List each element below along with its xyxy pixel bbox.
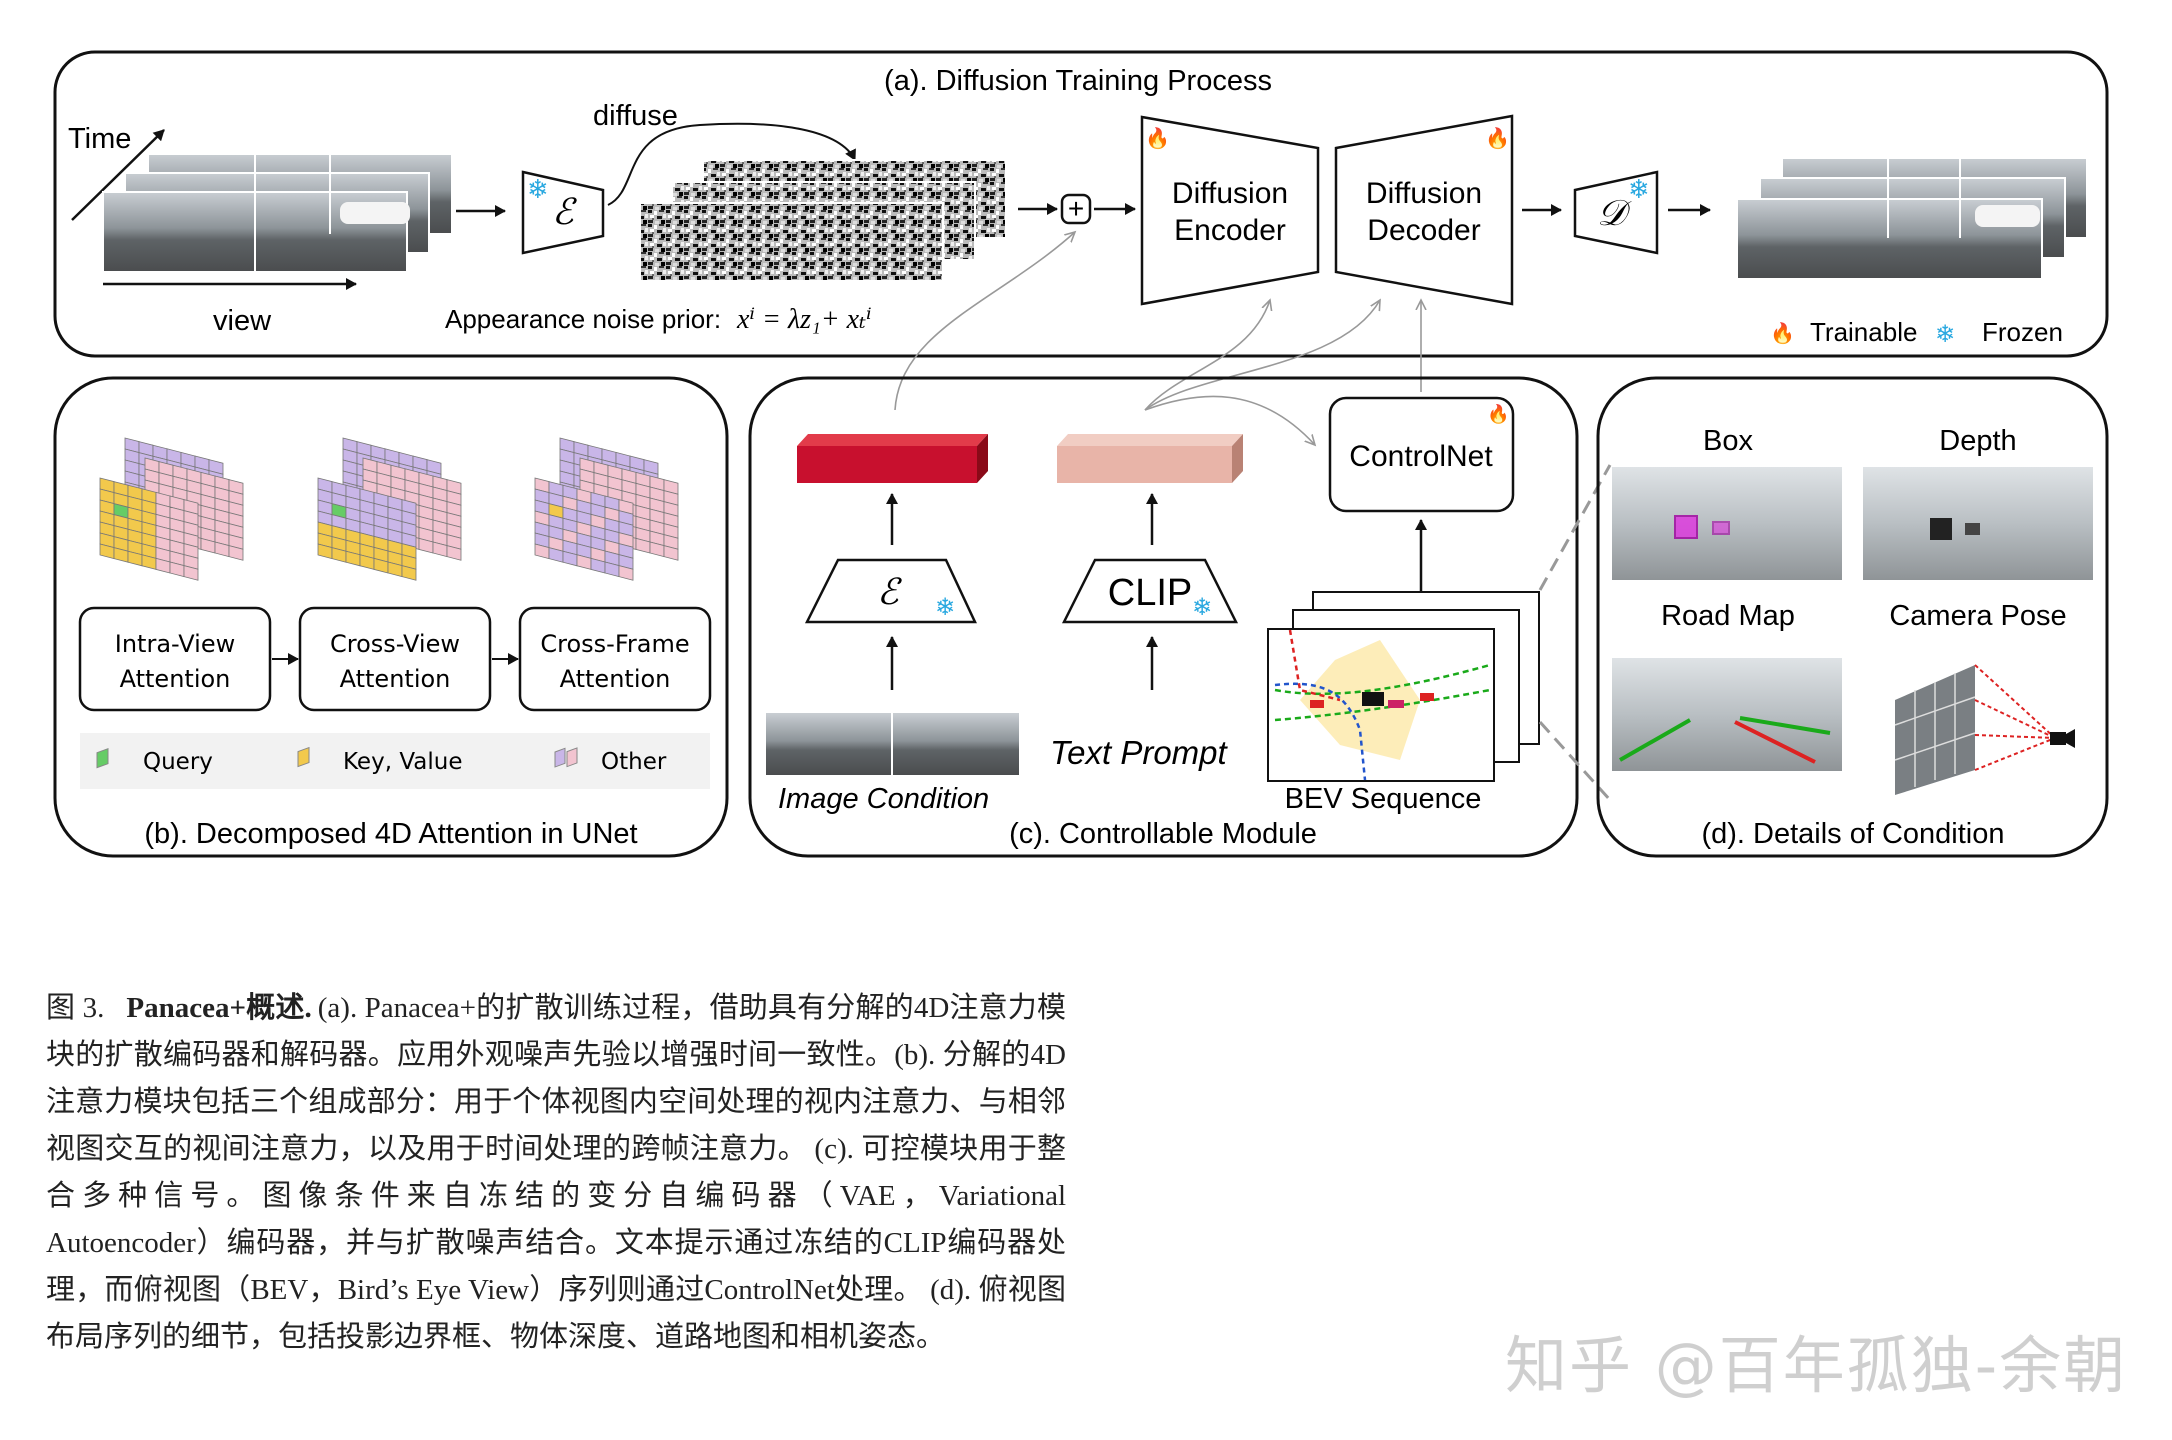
cross-frame-label-2: Attention xyxy=(560,665,671,693)
intra-view-label-1: Intra-View xyxy=(115,630,235,658)
flame-icon: 🔥 xyxy=(1145,126,1170,150)
diffuse-label: diffuse xyxy=(593,100,678,132)
panel-d-frame xyxy=(1596,376,2109,858)
other-swatch-2 xyxy=(566,747,578,768)
vae-encoder-c-shape xyxy=(804,558,977,624)
watermark: 知乎 @百年孤独-余朝 xyxy=(1505,1329,2128,1402)
noise-prior-formula: xⁱ = λz₁+ xₜⁱ xyxy=(736,304,872,335)
figure: (a). Diffusion Training Process Time vie… xyxy=(53,50,2109,858)
diffuse-arrow xyxy=(607,122,856,206)
figure-caption: 图 3. Panacea+概述.(a). Panacea+的扩散训练过程，借助具有… xyxy=(46,985,1066,1361)
frozen-label: Frozen xyxy=(1982,317,2063,347)
vae-encoder-c-symbol: ℰ xyxy=(877,572,902,612)
diffusion-encoder-shape xyxy=(1140,115,1320,306)
attention-grids xyxy=(99,437,679,581)
diffusion-decoder-shape xyxy=(1334,114,1514,306)
clip-label: CLIP xyxy=(1108,572,1192,614)
image-feature-bar xyxy=(797,434,988,483)
cross-frame-block xyxy=(518,606,712,712)
flame-icon: 🔥 xyxy=(1487,403,1509,425)
panel-d-title: (d). Details of Condition xyxy=(1701,818,2004,850)
text-to-controlnet-connector xyxy=(1144,395,1315,445)
caption-body: (a). Panacea+的扩散训练过程，借助具有分解的4D注意力模块的扩散编码… xyxy=(46,992,1066,1353)
cross-frame-label-1: Cross-Frame xyxy=(540,630,689,658)
depth-label: Depth xyxy=(1939,425,2016,457)
query-swatch xyxy=(96,748,109,769)
box-label: Box xyxy=(1703,425,1753,457)
intra-view-block xyxy=(78,606,272,712)
bev-sequence-label: BEV Sequence xyxy=(1285,783,1482,815)
caption-number: 图 3. xyxy=(46,992,105,1024)
plus-node xyxy=(1060,193,1092,225)
legend-query: Query xyxy=(143,749,213,775)
cross-view-label-2: Attention xyxy=(340,665,451,693)
image-condition-thumbnail xyxy=(766,713,1019,775)
text-to-decoder-connector xyxy=(1144,300,1380,411)
vae-decoder-shape xyxy=(1573,170,1659,255)
clip-encoder-shape xyxy=(1061,558,1239,624)
panel-a-title: (a). Diffusion Training Process xyxy=(884,65,1272,97)
snowflake-icon: ❄ xyxy=(935,593,955,621)
bev-sequence-stack xyxy=(1267,591,1540,782)
grid-cell xyxy=(618,565,634,581)
caption-heading: Panacea+概述. xyxy=(126,992,312,1024)
depth-condition-image xyxy=(1863,467,2093,580)
snowflake-icon: ❄ xyxy=(1628,175,1650,205)
camera-pose-label: Camera Pose xyxy=(1889,600,2066,632)
grid-cell xyxy=(228,545,244,561)
image-cond-connector xyxy=(894,232,1075,411)
grid-cell xyxy=(446,545,462,561)
legend-other: Other xyxy=(601,749,667,775)
input-image-stack xyxy=(102,153,453,273)
panel-c-frame xyxy=(748,376,1579,858)
panel-c-title: (c). Controllable Module xyxy=(1009,818,1317,850)
zoom-line-bottom xyxy=(1538,720,1612,802)
noise-prior-prefix: Appearance noise prior: xyxy=(445,304,721,334)
panel-b-frame xyxy=(53,376,729,858)
snowflake-icon: ❄ xyxy=(1192,593,1212,621)
camera-pose-condition-image xyxy=(1894,664,2075,795)
output-image-stack xyxy=(1736,157,2088,280)
grid-cell xyxy=(401,565,417,581)
snowflake-icon: ❄ xyxy=(1935,320,1955,348)
grid-cell xyxy=(183,565,199,581)
legend-key-value: Key, Value xyxy=(343,749,462,775)
flame-icon: 🔥 xyxy=(1485,126,1510,150)
grid-cell xyxy=(663,545,679,561)
time-axis-arrow xyxy=(71,129,165,221)
intra-view-label-2: Attention xyxy=(120,665,231,693)
flame-icon: 🔥 xyxy=(1770,321,1795,345)
trainable-label: Trainable xyxy=(1810,317,1917,347)
keyvalue-swatch xyxy=(297,746,310,768)
panel-a-frame xyxy=(53,50,2109,358)
time-label: Time xyxy=(68,123,131,155)
text-prompt-label: Text Prompt xyxy=(1050,734,1229,771)
text-to-encoder-connector xyxy=(1144,300,1270,411)
vae-encoder-symbol: ℰ xyxy=(552,192,577,232)
text-feature-bar xyxy=(1057,434,1243,483)
box-condition-image xyxy=(1612,467,1842,580)
noisy-latent-stack xyxy=(639,159,1007,282)
cross-view-label-1: Cross-View xyxy=(330,630,460,658)
road-map-label: Road Map xyxy=(1661,600,1795,632)
image-condition-label: Image Condition xyxy=(778,783,989,815)
plus-symbol: + xyxy=(1068,193,1084,224)
diffusion-decoder-line2: Decoder xyxy=(1367,214,1480,247)
view-label: view xyxy=(213,305,272,337)
diffusion-encoder-line1: Diffusion xyxy=(1172,177,1288,210)
vae-encoder-shape xyxy=(521,170,605,255)
diffusion-decoder-line1: Diffusion xyxy=(1366,177,1482,210)
cross-view-block xyxy=(298,606,492,712)
road-map-condition-image xyxy=(1612,658,1842,771)
panel-b-title: (b). Decomposed 4D Attention in UNet xyxy=(144,818,637,850)
other-swatch-1 xyxy=(554,747,566,768)
controlnet-block xyxy=(1328,396,1515,513)
legend-band xyxy=(80,733,710,789)
diffusion-encoder-line2: Encoder xyxy=(1174,214,1286,247)
controlnet-label: ControlNet xyxy=(1349,440,1493,473)
snowflake-icon: ❄ xyxy=(527,175,549,205)
